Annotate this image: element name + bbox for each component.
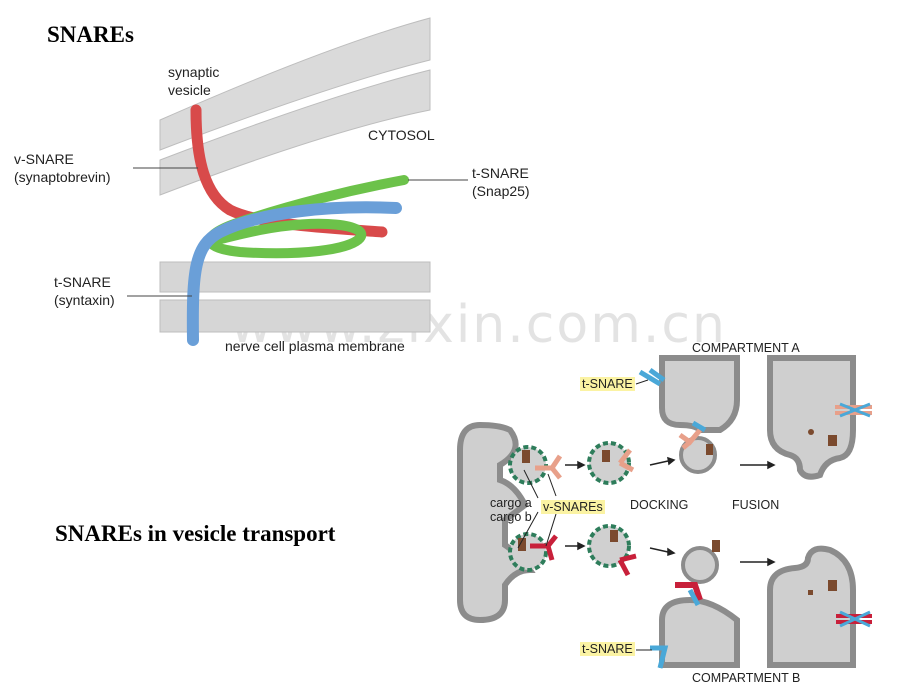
compartment-b-docking xyxy=(659,596,740,668)
released-vesicle-a xyxy=(587,441,635,485)
label-compartment-b: COMPARTMENT B xyxy=(692,671,801,685)
docked-vesicle-a xyxy=(678,420,717,474)
t-snare-compartment-a xyxy=(638,367,666,387)
label-synaptic-vesicle-2: vesicle xyxy=(168,82,211,98)
label-synaptic-vesicle-1: synaptic xyxy=(168,64,220,80)
label-cargo-b: cargo b xyxy=(490,510,532,524)
label-compartment-a: COMPARTMENT A xyxy=(692,341,800,355)
label-t-snare-syntaxin-1: t-SNARE xyxy=(54,274,111,290)
slide-title-vesicle-transport: SNAREs in vesicle transport xyxy=(55,521,336,546)
vesicle-membrane xyxy=(159,17,431,196)
released-vesicle-b xyxy=(587,524,637,577)
label-docking: DOCKING xyxy=(630,498,689,512)
label-fusion: FUSION xyxy=(732,498,780,512)
label-v-snares: v-SNAREs xyxy=(541,500,605,514)
slide-title-snares: SNAREs xyxy=(47,22,134,47)
coated-vesicle-a xyxy=(508,445,548,485)
label-cytosol: CYTOSOL xyxy=(368,127,435,143)
compartment-a-fusion xyxy=(767,355,856,480)
label-t-snare-snap25-2: (Snap25) xyxy=(472,183,530,199)
label-cargo-a: cargo a xyxy=(490,496,532,510)
label-plasma-membrane: nerve cell plasma membrane xyxy=(225,338,405,354)
label-v-snare-1: v-SNARE xyxy=(14,151,74,167)
t-snare-compartment-b xyxy=(650,645,669,669)
v-snare-b-donor xyxy=(530,534,558,561)
fused-snares-b xyxy=(808,580,872,628)
compartment-b-fusion xyxy=(767,545,856,668)
v-snare-a-donor xyxy=(535,454,563,480)
label-t-snare-snap25-1: t-SNARE xyxy=(472,165,529,181)
label-t-snare-syntaxin-2: (syntaxin) xyxy=(54,292,115,308)
label-v-snare-2: (synaptobrevin) xyxy=(14,169,111,185)
label-t-snare-top: t-SNARE xyxy=(580,377,635,391)
t-snare-syntaxin xyxy=(186,201,402,346)
plasma-membrane xyxy=(159,261,431,333)
compartment-a-docking xyxy=(659,355,740,433)
fused-snares-a xyxy=(808,402,872,446)
coated-vesicle-b xyxy=(508,532,548,572)
label-t-snare-bottom: t-SNARE xyxy=(580,642,635,656)
docked-vesicle-b xyxy=(675,540,720,607)
